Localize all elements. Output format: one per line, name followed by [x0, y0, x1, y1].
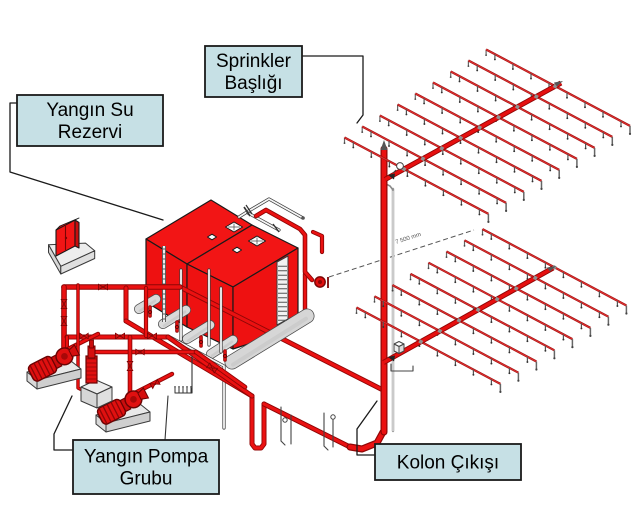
svg-text:Yangın Su: Yangın Su [46, 100, 133, 121]
svg-text:Grubu: Grubu [120, 469, 173, 490]
svg-text:Sprinkler: Sprinkler [216, 51, 292, 72]
svg-text:Kolon Çıkışı: Kolon Çıkışı [397, 453, 499, 474]
svg-text:Yangın Pompa: Yangın Pompa [84, 447, 209, 468]
svg-text:Rezervi: Rezervi [58, 122, 122, 143]
svg-text:Başlığı: Başlığı [224, 73, 282, 94]
